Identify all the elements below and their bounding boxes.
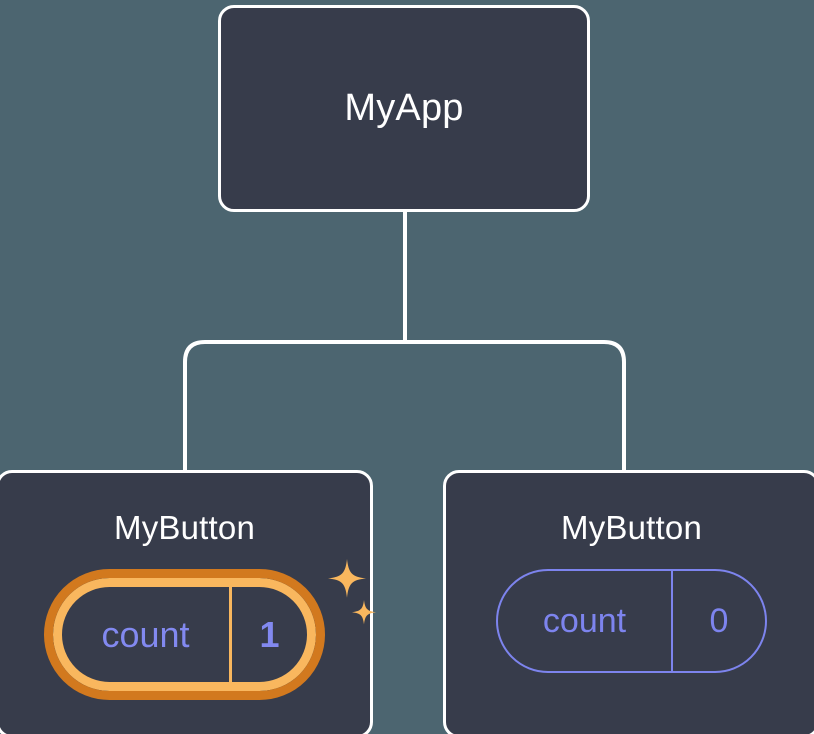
sparkle-icon (328, 559, 376, 625)
sparkle-large (328, 559, 366, 598)
connector-branch-bar (183, 340, 626, 470)
state-pill-wrap-left: count 1 (44, 559, 376, 700)
state-pill-key-left: count (101, 613, 190, 655)
state-pill-wrap-right: count 0 (496, 569, 767, 673)
sparkle-small (352, 600, 376, 625)
node-mybutton-left[interactable]: MyButton count 1 (0, 470, 376, 734)
state-pill-count-highlighted[interactable]: count 1 (44, 569, 325, 700)
state-pill-value-right: 0 (671, 571, 765, 671)
state-pill-count-plain[interactable]: count 0 (496, 569, 767, 673)
state-pill-inner-ring: count 1 (53, 578, 316, 691)
node-myapp[interactable]: MyApp (218, 5, 590, 212)
node-mybutton-right[interactable]: MyButton count 0 (443, 470, 814, 734)
state-pill-key-right: count (542, 602, 627, 640)
node-mybutton-right-label: MyButton (561, 509, 702, 546)
state-pill-value-left: 1 (229, 587, 307, 682)
node-myapp-label: MyApp (344, 87, 464, 129)
node-mybutton-left-label: MyButton (114, 509, 255, 546)
